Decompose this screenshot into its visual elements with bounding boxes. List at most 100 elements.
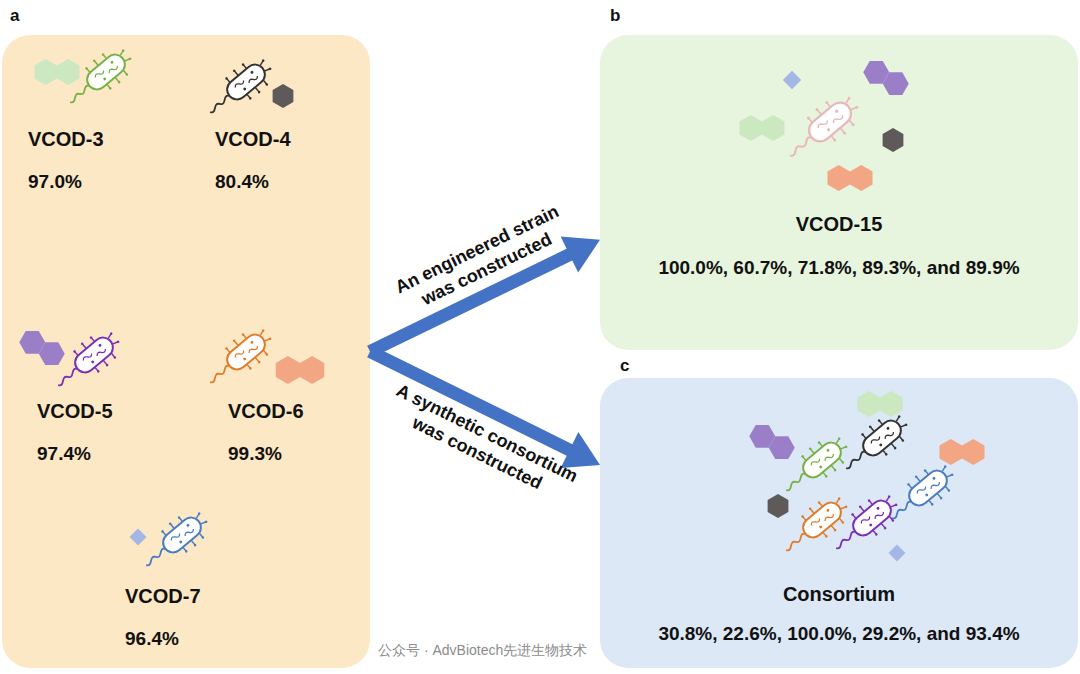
hexagon-ring <box>276 356 300 384</box>
pilus-tip <box>101 53 105 57</box>
cell-content <box>876 506 880 510</box>
molecule-double-hexagon <box>34 59 79 85</box>
pilus-tip <box>833 528 837 532</box>
molecule-hexagon <box>883 128 904 152</box>
strain-entry: VCOD-796.4% <box>125 585 201 650</box>
pilus-tip <box>939 496 943 500</box>
pilus-tip <box>808 507 812 511</box>
pilus <box>125 57 130 62</box>
pilus-tip <box>855 105 859 109</box>
flagellum <box>789 136 813 157</box>
pilus <box>831 136 835 141</box>
hexagon-ring <box>939 439 962 465</box>
pilus-tip <box>847 96 851 100</box>
pilus <box>817 109 821 114</box>
molecule-diamond <box>130 529 147 546</box>
pilus <box>91 337 94 341</box>
pilus-tip <box>833 138 837 142</box>
pilus-tip <box>815 108 819 112</box>
pilus <box>841 445 846 450</box>
pilus <box>823 532 826 536</box>
panel-box: bVCOD-15100.0%, 60.7%, 71.8%, 89.3%, and… <box>600 35 1078 350</box>
cell-content <box>826 508 830 512</box>
flagellum <box>785 472 807 491</box>
pilus <box>265 67 270 72</box>
cell-content <box>243 357 247 361</box>
cell-content <box>186 523 190 527</box>
cell-content <box>810 508 834 531</box>
pilus <box>899 436 902 440</box>
pilus-tip <box>249 367 253 371</box>
hexagon-ring <box>300 356 324 384</box>
pilus-tip <box>923 469 927 473</box>
pilus-tip <box>861 433 865 437</box>
flagellum <box>209 94 231 113</box>
pilus <box>107 334 112 339</box>
pilus-tip <box>894 503 898 507</box>
pilus-tip <box>883 526 887 530</box>
pilus-tip <box>225 77 229 81</box>
pilus-tip <box>168 522 172 526</box>
pilus <box>808 118 812 123</box>
pilus <box>107 84 110 88</box>
pilus-tip <box>907 483 911 487</box>
pilus <box>163 531 166 535</box>
pilus <box>95 367 98 371</box>
pilus-tip <box>85 67 89 71</box>
pilus <box>881 523 885 528</box>
cell-body <box>71 334 117 377</box>
pilus <box>835 439 840 444</box>
pilus <box>849 120 853 125</box>
molecule-double-hexagon <box>746 419 798 464</box>
pilus-tip <box>232 339 236 343</box>
pilus-tip <box>808 447 812 451</box>
pilus <box>891 443 895 448</box>
pilus <box>945 486 948 490</box>
pilus <box>247 364 250 368</box>
bacterium-icon <box>199 320 279 395</box>
arrow-label: An engineered strain was constructed <box>377 194 587 325</box>
panel-box: aVCOD-397.0%VCOD-480.4%VCOD-597.4%VCOD-6… <box>2 35 370 668</box>
pilus-tip <box>825 101 829 105</box>
flagellum <box>209 364 231 383</box>
removal-rate: 80.4% <box>215 171 291 193</box>
pilus-tip <box>265 353 269 357</box>
pilus-tip <box>121 49 125 53</box>
removal-rate: 97.0% <box>28 171 104 193</box>
pilus-tip <box>113 356 117 360</box>
pilus-tip <box>901 439 905 443</box>
cell-content <box>819 525 823 529</box>
hexagon-ring <box>880 391 903 417</box>
pilus <box>265 337 270 342</box>
pilus <box>810 509 814 514</box>
pilus <box>227 348 230 352</box>
flagellum <box>835 530 857 549</box>
pilus <box>259 61 264 66</box>
pilus-tip <box>947 489 951 493</box>
pilus-tip <box>825 475 829 479</box>
cell-body <box>799 499 845 542</box>
pilus <box>103 54 106 58</box>
pilus <box>947 473 952 478</box>
pilus-tip <box>943 465 947 469</box>
pilus-tip <box>204 520 208 524</box>
pilus <box>853 514 856 518</box>
pilus-tip <box>858 505 862 509</box>
cell-content <box>870 426 894 449</box>
hexagon-ring <box>850 165 873 191</box>
cell-content <box>810 448 834 471</box>
pilus <box>82 344 86 349</box>
pilus <box>115 77 119 82</box>
pilus <box>841 505 846 510</box>
strain-entry: VCOD-597.4% <box>37 400 113 465</box>
pilus-tip <box>867 499 871 503</box>
pilus <box>75 351 78 355</box>
pilus-tip <box>904 423 908 427</box>
pilus <box>113 340 118 345</box>
molecule-double-hexagon <box>827 165 872 191</box>
pilus <box>879 420 882 424</box>
pilus-tip <box>914 475 918 479</box>
removal-rate: 97.4% <box>37 443 113 465</box>
